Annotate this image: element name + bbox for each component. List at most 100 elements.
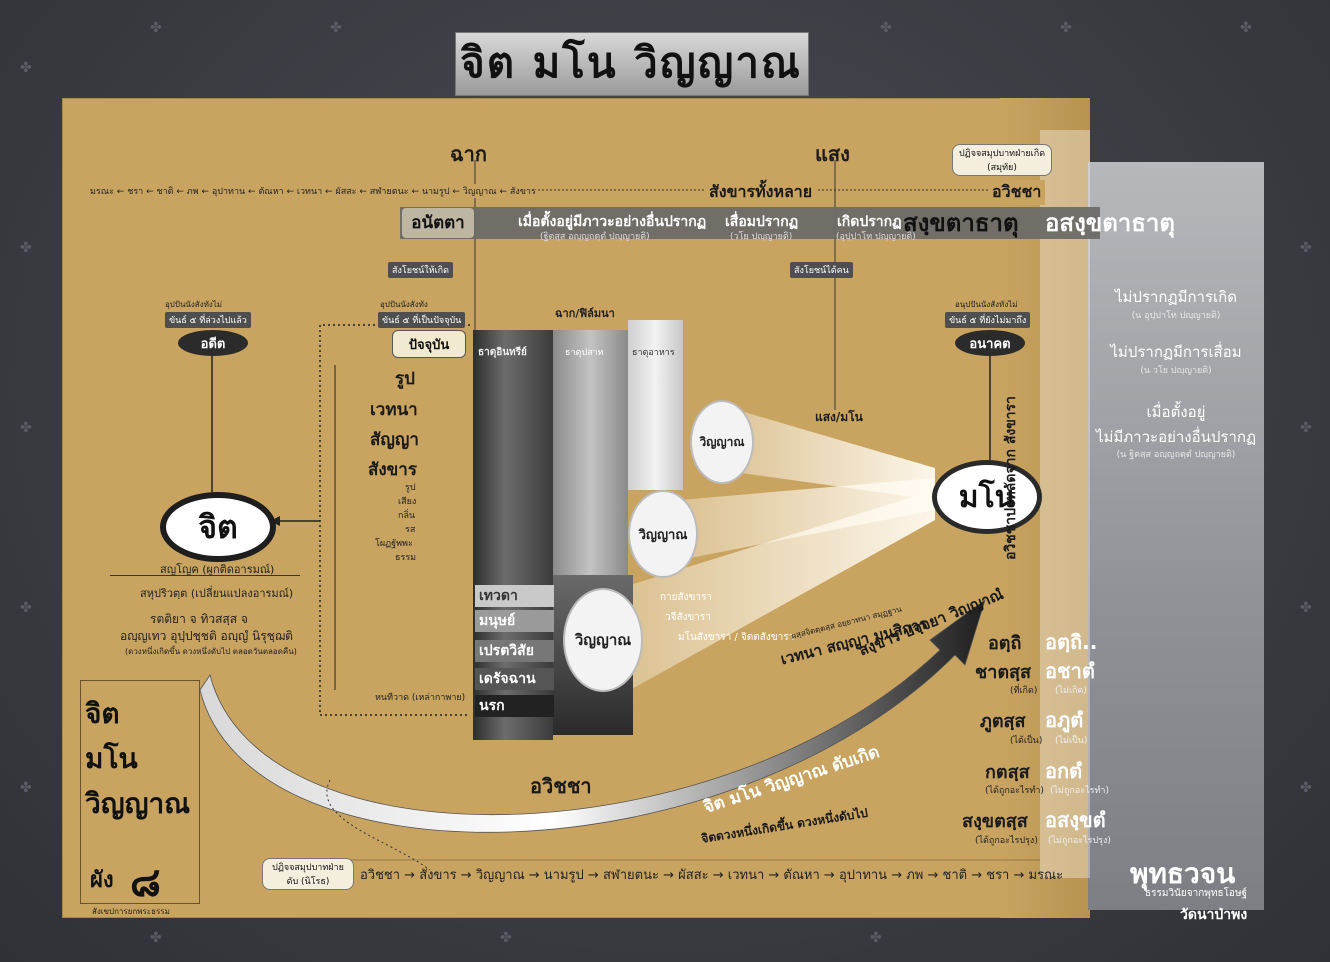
source-title: พุทธวจน — [1130, 857, 1236, 890]
past-note: อุปปันนังสังทังไม่ — [165, 300, 223, 309]
rc-kata-th: กตสฺส — [985, 762, 1030, 783]
rc-jata-th: ชาตสฺส — [975, 662, 1031, 683]
khandha-sanna: สัญญา — [370, 430, 419, 450]
side-l3b: ไม่มีภาวะอย่างอื่นปรากฏ — [1095, 428, 1257, 446]
rc-kata-sub-th: (ได้ถูกอะไรทำ) — [985, 786, 1044, 796]
sankhata-dhatu: สงฺขตาธาตุ — [903, 209, 1019, 237]
left-text-a: สญโญค (ผูกติดอารมณ์) — [160, 563, 275, 576]
cone-mano: มโนสังขารา / จิตตสังขารา — [678, 632, 795, 643]
left-text-c1: รตติยา จ ทิวสสฺส จ — [150, 612, 248, 626]
sense-4: รส — [405, 525, 416, 535]
sankhara-all-label: สังขารทั้งหลาย — [705, 180, 817, 205]
rc-atthi-th: อตฺถิ — [988, 633, 1022, 654]
beam-3 — [630, 490, 935, 690]
samudaya-badge: ปฏิจจสมุปบาทฝ่ายเกิด (สมุทัย) — [952, 144, 1052, 176]
light-mano-label: แสง/มโน — [815, 410, 863, 424]
chain-bottom: อวิชชา → สังขาร → วิญญาณ → นามรูป → สฬาย… — [360, 868, 1064, 883]
rc-kata-pali: อกตํ — [1045, 759, 1083, 783]
rc-sankhata-pali: อสงฺขตํ — [1045, 808, 1106, 832]
cycle-arc — [199, 598, 986, 833]
khandha-rupa: รูป — [395, 369, 415, 389]
decay-pali: (วโย ปญฺญายติ) — [730, 232, 793, 242]
chain-top: มรณะ ← ชรา ← ชาติ ← ภพ ← อุปาทาน ← ตัณหา… — [90, 184, 536, 198]
rc-bhuta-pali: อภูตํ — [1045, 708, 1084, 732]
future-badge: ขันธ์ ๕ ที่ยังไม่มาถึง — [945, 312, 1031, 328]
tower-pasada — [553, 330, 628, 590]
present-note: อุปปันนังสังทัง — [380, 300, 428, 309]
rc-bhuta-sub-pali: (ไม่เป็น) — [1055, 736, 1088, 746]
vinnana-circle-top: วิญญาณ — [690, 400, 754, 484]
rc-jata-pali: อชาตํ — [1045, 659, 1095, 683]
side-l2-pali: (น วโย ปญฺญายติ) — [1140, 366, 1212, 376]
legend-box — [80, 680, 200, 904]
side-l3a: เมื่อตั้งอยู่ — [1146, 403, 1206, 421]
dhatu-ahara: ธาตุอาหาร — [632, 348, 675, 358]
light-label: แสง — [815, 142, 850, 166]
beam-1 — [720, 405, 935, 500]
legend-vinnana: วิญญาณ — [85, 787, 191, 820]
rc-sankhata-sub-pali: (ไม่ถูกอะไรปรุง) — [1048, 836, 1111, 846]
present-badge: ขันธ์ ๕ ที่เป็นปัจจุบัน — [378, 312, 466, 328]
rc-jata-sub-pali: (ไม่เกิด) — [1055, 686, 1087, 696]
left-text-c2: อญฺญเทว อุปฺปชฺชติ อญฺญํ นิรุชฺฌติ — [120, 629, 293, 643]
rc-bhuta-th: ภูตสฺส — [980, 711, 1026, 732]
sense-6: ธรรม — [395, 553, 417, 563]
khandha-sankhara: สังขาร — [368, 460, 417, 480]
characteristics-band — [400, 207, 1100, 239]
rc-sankhata-sub-th: (ได้ถูกอะไรปรุง) — [975, 836, 1038, 846]
sense-5: โผฏฐัพพะ — [375, 539, 413, 549]
legend-chart-word: ผัง — [90, 868, 114, 893]
vertical-right-label: อวิชชาปรหลัดจาก สังขารา — [1003, 395, 1019, 560]
sense-1: รูป — [405, 483, 416, 493]
legend-note: สังเขปการยกพระธรรม — [92, 907, 170, 916]
change-pali: (ฐิตสฺส อญฺญถตฺตํ ปญฺญายติ) — [540, 232, 650, 242]
screen-label: ฉาก — [450, 142, 487, 166]
realm-peta: เปรตวิสัย — [475, 640, 554, 662]
side-l3-pali: (น ฐิตสฺส อญฺญถตฺตํ ปญฺญายติ) — [1116, 450, 1236, 460]
divider-panel — [1040, 130, 1090, 878]
legend-chart-number: ๘ — [130, 860, 161, 906]
arc-avijja: อวิชชา — [530, 774, 592, 798]
past-badge: ขันธ์ ๕ ที่ล่วงไปแล้ว — [165, 312, 251, 328]
jit-oval: จิต — [160, 492, 276, 562]
page-title: จิต มโน วิญญาณ — [460, 38, 802, 87]
lbl-arise-sanyojana: สังโยชน์ให้เกิด — [388, 262, 453, 278]
khandha-vedana: เวทนา — [370, 400, 418, 420]
source-temple: วัดนาป่าพง — [1180, 907, 1248, 923]
rc-bhuta-sub-th: (ได้เป็น) — [1010, 736, 1043, 746]
avijja-top-label: อวิชชา — [988, 180, 1046, 205]
dhatu-indriya: ธาตุอินทรีย์ — [478, 347, 527, 358]
source-sub: ธรรมวินัยจากพุทธโอษฐ์ — [1145, 888, 1248, 899]
vinnana-circle-bottom: วิญญาณ — [563, 588, 643, 692]
legend-mano: มโน — [85, 742, 138, 775]
rc-kata-sub-pali: (ไม่ถูกอะไรทำ) — [1050, 786, 1109, 796]
screen-film-label: ฉาก/ฟิล์มนา — [555, 307, 615, 320]
rc-atthi-pali: อตฺถิ.. — [1045, 630, 1098, 654]
rc-sankhata-th: สงฺขตสฺส — [962, 811, 1028, 832]
left-text-c3: (ดวงหนึ่งเกิดขึ้น ดวงหนึ่งดับไป ตลอดวันต… — [125, 647, 297, 656]
asankhata-dhatu: อสงฺขตาธาตุ — [1045, 209, 1175, 237]
arise-label: เกิดปรากฏ — [837, 214, 902, 230]
left-divider — [110, 575, 300, 576]
realm-animal: เดรัจฉาน — [475, 668, 554, 690]
sense-3: กลิ่น — [398, 511, 416, 521]
change-label: เมื่อตั้งอยู่มีภาวะอย่างอื่นปรากฏ — [518, 214, 707, 230]
avijja-note: หนทีวาด (เหล่ากาพาย) — [375, 693, 466, 703]
beam-2 — [680, 478, 935, 560]
side-l1-pali: (น อุปฺปาโท ปญฺญายติ) — [1131, 311, 1221, 321]
arise-pali: (อุปฺปาโท ปญฺญายติ) — [836, 232, 916, 242]
vinnana-circle-mid: วิญญาณ — [628, 490, 698, 578]
decay-label: เสื่อมปรากฏ — [725, 214, 799, 230]
nirodha-badge: ปฏิจจสมุปบาทฝ่ายดับ (นิโรธ) — [262, 858, 354, 890]
side-l2: ไม่ปรากฏมีการเสื่อม — [1110, 343, 1242, 361]
cone-kaya: กายสังขารา — [660, 592, 712, 603]
realm-human: มนุษย์ — [475, 610, 554, 632]
tower-ahara — [628, 320, 683, 490]
title-box — [455, 32, 809, 96]
present-oval: ปัจจุบัน — [392, 330, 466, 358]
side-l1: ไม่ปรากฏมีการเกิด — [1115, 288, 1237, 306]
lbl-sanyojana: สังโยชน์ได้คน — [790, 262, 853, 278]
dhatu-pasada: ธาตุปสาท — [565, 348, 604, 358]
future-note: อนุปปันนังสังทังไม่ — [955, 300, 1018, 309]
